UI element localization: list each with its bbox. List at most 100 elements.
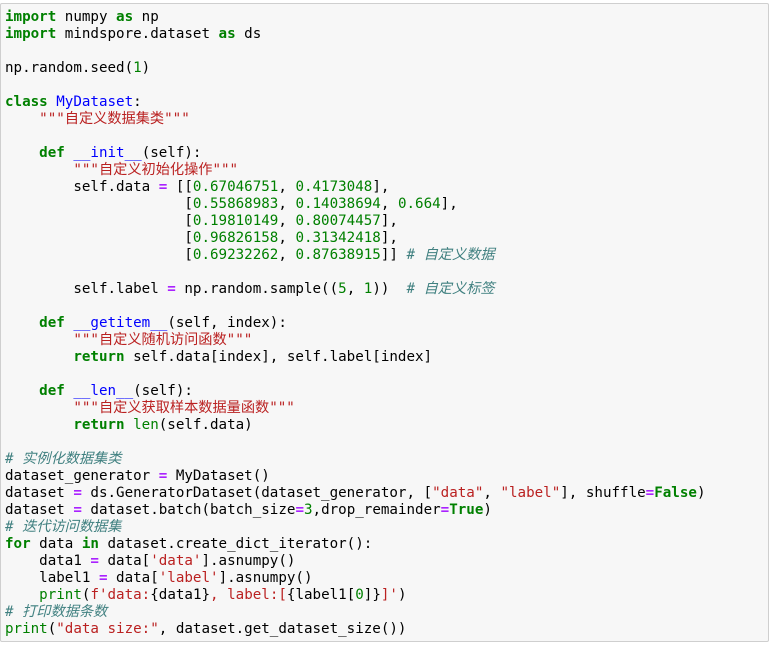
code-line[interactable]: [0.96826158, 0.31342418], [5, 230, 705, 247]
token-code-text: [ [5, 213, 193, 229]
token-keyword: as [218, 26, 236, 42]
token-string: , label:[ [210, 587, 287, 603]
code-line[interactable]: import mindspore.dataset as ds [5, 26, 705, 43]
code-line[interactable]: data1 = data['data'].asnumpy() [5, 553, 705, 570]
code-line[interactable]: # 迭代访问数据集 [5, 519, 705, 536]
code-line[interactable]: ​ [5, 366, 705, 383]
code-line[interactable]: ​ [5, 298, 705, 315]
code-line[interactable]: print("data size:", dataset.get_dataset_… [5, 621, 705, 638]
token-keyword: return [73, 417, 125, 433]
code-line[interactable]: self.data = [[0.67046751, 0.4173048], [5, 179, 705, 196]
code-line[interactable]: """自定义随机访问函数""" [5, 332, 705, 349]
code-line[interactable]: import numpy as np [5, 9, 705, 26]
code-line[interactable]: ​ [5, 434, 705, 451]
code-line[interactable]: for data in dataset.create_dict_iterator… [5, 536, 705, 553]
token-keyword: import [5, 26, 57, 42]
token-comment: # 实例化数据集类 [5, 451, 122, 467]
token-code-text: ], [380, 230, 398, 246]
code-line[interactable]: ​ [5, 128, 705, 145]
token-code-text: : [133, 94, 142, 110]
token-code-text: dataset_generator [5, 468, 159, 484]
token-code-text: mindspore.dataset [56, 26, 219, 42]
code-line[interactable]: """自定义获取样本数据量函数""" [5, 400, 705, 417]
token-code-text: , [278, 230, 296, 246]
token-code-text: {label1[ [286, 587, 356, 603]
token-keyword: def [39, 145, 65, 161]
code-line[interactable]: def __len__(self): [5, 383, 705, 400]
code-line[interactable]: # 实例化数据集类 [5, 451, 705, 468]
code-line[interactable]: dataset = ds.GeneratorDataset(dataset_ge… [5, 485, 705, 502]
token-code-text: (self.data) [158, 417, 253, 433]
code-line[interactable]: """自定义初始化操作""" [5, 162, 705, 179]
token-code-text: (self): [133, 383, 193, 399]
token-string: 'label' [158, 570, 219, 586]
token-string: ]' [380, 587, 398, 603]
token-number: 0.67046751 [192, 179, 279, 195]
code-line[interactable]: np.random.seed(1) [5, 60, 705, 77]
token-code-text: , [380, 196, 398, 212]
token-code-text: ], [440, 196, 458, 212]
token-operator: = [295, 502, 304, 518]
code-line[interactable]: ​ [5, 43, 705, 60]
token-number: 0.55868983 [192, 196, 279, 212]
token-code-text: [ [5, 230, 193, 246]
code-line[interactable]: ​ [5, 77, 705, 94]
token-code-text: ], [372, 179, 390, 195]
code-line[interactable]: return self.data[index], self.label[inde… [5, 349, 705, 366]
token-number: 0.80074457 [295, 213, 381, 229]
token-number: 1 [133, 60, 142, 76]
token-keyword: for [5, 536, 31, 552]
token-code-text: , dataset.get_dataset_size()) [158, 621, 407, 637]
code-line[interactable]: def __init__(self): [5, 145, 705, 162]
code-line[interactable]: class MyDataset: [5, 94, 705, 111]
code-line[interactable]: return len(self.data) [5, 417, 705, 434]
token-code-text: (self, index): [167, 315, 287, 331]
token-code-text: [ [5, 247, 193, 263]
token-code-text: [ [5, 196, 193, 212]
token-string: "label" [500, 485, 561, 501]
token-string: """自定义获取样本数据量函数""" [73, 400, 295, 416]
code-line[interactable]: print(f'data:{data1}, label:[{label1[0]}… [5, 587, 705, 604]
code-line[interactable]: dataset = dataset.batch(batch_size=3,dro… [5, 502, 705, 519]
token-string: """自定义数据集类""" [39, 111, 190, 127]
token-string: """自定义随机访问函数""" [73, 332, 253, 348]
token-code-text: ]] [380, 247, 407, 263]
code-line[interactable]: # 打印数据条数 [5, 604, 705, 621]
code-line[interactable]: [0.69232262, 0.87638915]] # 自定义数据 [5, 247, 705, 264]
code-line[interactable]: """自定义数据集类""" [5, 111, 705, 128]
token-operator: = [98, 570, 108, 586]
code-line[interactable]: [0.19810149, 0.80074457], [5, 213, 705, 230]
token-code-text: label1 [5, 570, 99, 586]
token-keyword: def [39, 383, 65, 399]
token-code-text: MyDataset() [167, 468, 270, 484]
token-code-text [5, 332, 73, 348]
token-code-text: ) [397, 587, 407, 603]
code-line[interactable]: dataset_generator = MyDataset() [5, 468, 705, 485]
token-string: """自定义初始化操作""" [73, 162, 239, 178]
token-code-text: self.data[index], self.label[index] [124, 349, 433, 365]
token-builtin: len [133, 417, 159, 433]
token-number: 0.87638915 [295, 247, 381, 263]
token-code-text: ( [47, 621, 57, 637]
token-number: 0.664 [397, 196, 441, 212]
code-line[interactable]: self.label = np.random.sample((5, 1)) # … [5, 281, 705, 298]
token-operator: = [73, 502, 82, 518]
token-code-text: ( [81, 587, 91, 603]
token-code-text: ]} [363, 587, 381, 603]
token-comment: # 自定义标签 [406, 281, 495, 297]
token-number: 0 [355, 587, 364, 603]
code-line[interactable]: def __getitem__(self, index): [5, 315, 705, 332]
token-code-text [125, 417, 134, 433]
token-name: __getitem__ [73, 315, 168, 331]
code-line[interactable]: label1 = data['label'].asnumpy() [5, 570, 705, 587]
token-comment: # 自定义数据 [406, 247, 495, 263]
token-keyword: class [5, 94, 48, 110]
token-code-text: [[ [167, 179, 193, 195]
token-number: 0.69232262 [192, 247, 279, 263]
token-code-text [5, 145, 39, 161]
code-line[interactable]: [0.55868983, 0.14038694, 0.664], [5, 196, 705, 213]
code-line[interactable]: ​ [5, 264, 705, 281]
token-operator: = [167, 281, 176, 297]
